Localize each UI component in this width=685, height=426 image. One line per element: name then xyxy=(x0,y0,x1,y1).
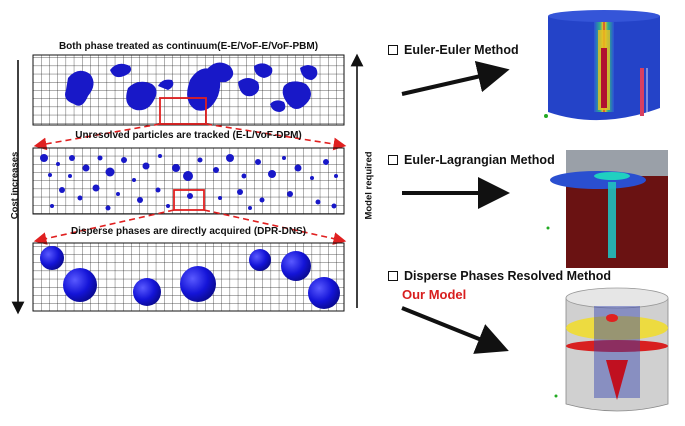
checkbox-icon xyxy=(388,155,398,165)
dpr-text: Disperse Phases Resolved Method xyxy=(404,269,612,283)
euler-lagrangian-render xyxy=(546,150,668,268)
our-model-label: Our Model xyxy=(402,287,467,302)
dpr-render xyxy=(554,287,669,412)
euler-lagrangian-text: Euler-Lagrangian Method xyxy=(404,153,555,167)
continuum-panel xyxy=(32,54,345,126)
euler-euler-render xyxy=(544,10,660,121)
cost-axis-label: Cost increases xyxy=(9,151,21,220)
euler-euler-arrow xyxy=(401,60,510,96)
euler-euler-text: Euler-Euler Method xyxy=(404,43,519,57)
continuum-panel-title: Both phase treated as continuum(E-E/VoF-… xyxy=(58,41,319,52)
dpr-label: Disperse Phases Resolved Method xyxy=(388,269,611,283)
model-axis-label: Model required xyxy=(363,151,375,220)
tracked-particles-panel xyxy=(32,147,345,215)
resolved-panel-title: Disperse phases are directly acquired (D… xyxy=(70,226,307,237)
dpr-arrow xyxy=(401,306,509,354)
euler-euler-label: Euler-Euler Method xyxy=(388,43,519,57)
checkbox-icon xyxy=(388,271,398,281)
resolved-phases-panel xyxy=(32,242,345,312)
euler-lagrangian-label: Euler-Lagrangian Method xyxy=(388,153,555,167)
tracked-panel-title: Unresolved particles are tracked (E-L/Vo… xyxy=(75,130,302,141)
checkbox-icon xyxy=(388,45,398,55)
